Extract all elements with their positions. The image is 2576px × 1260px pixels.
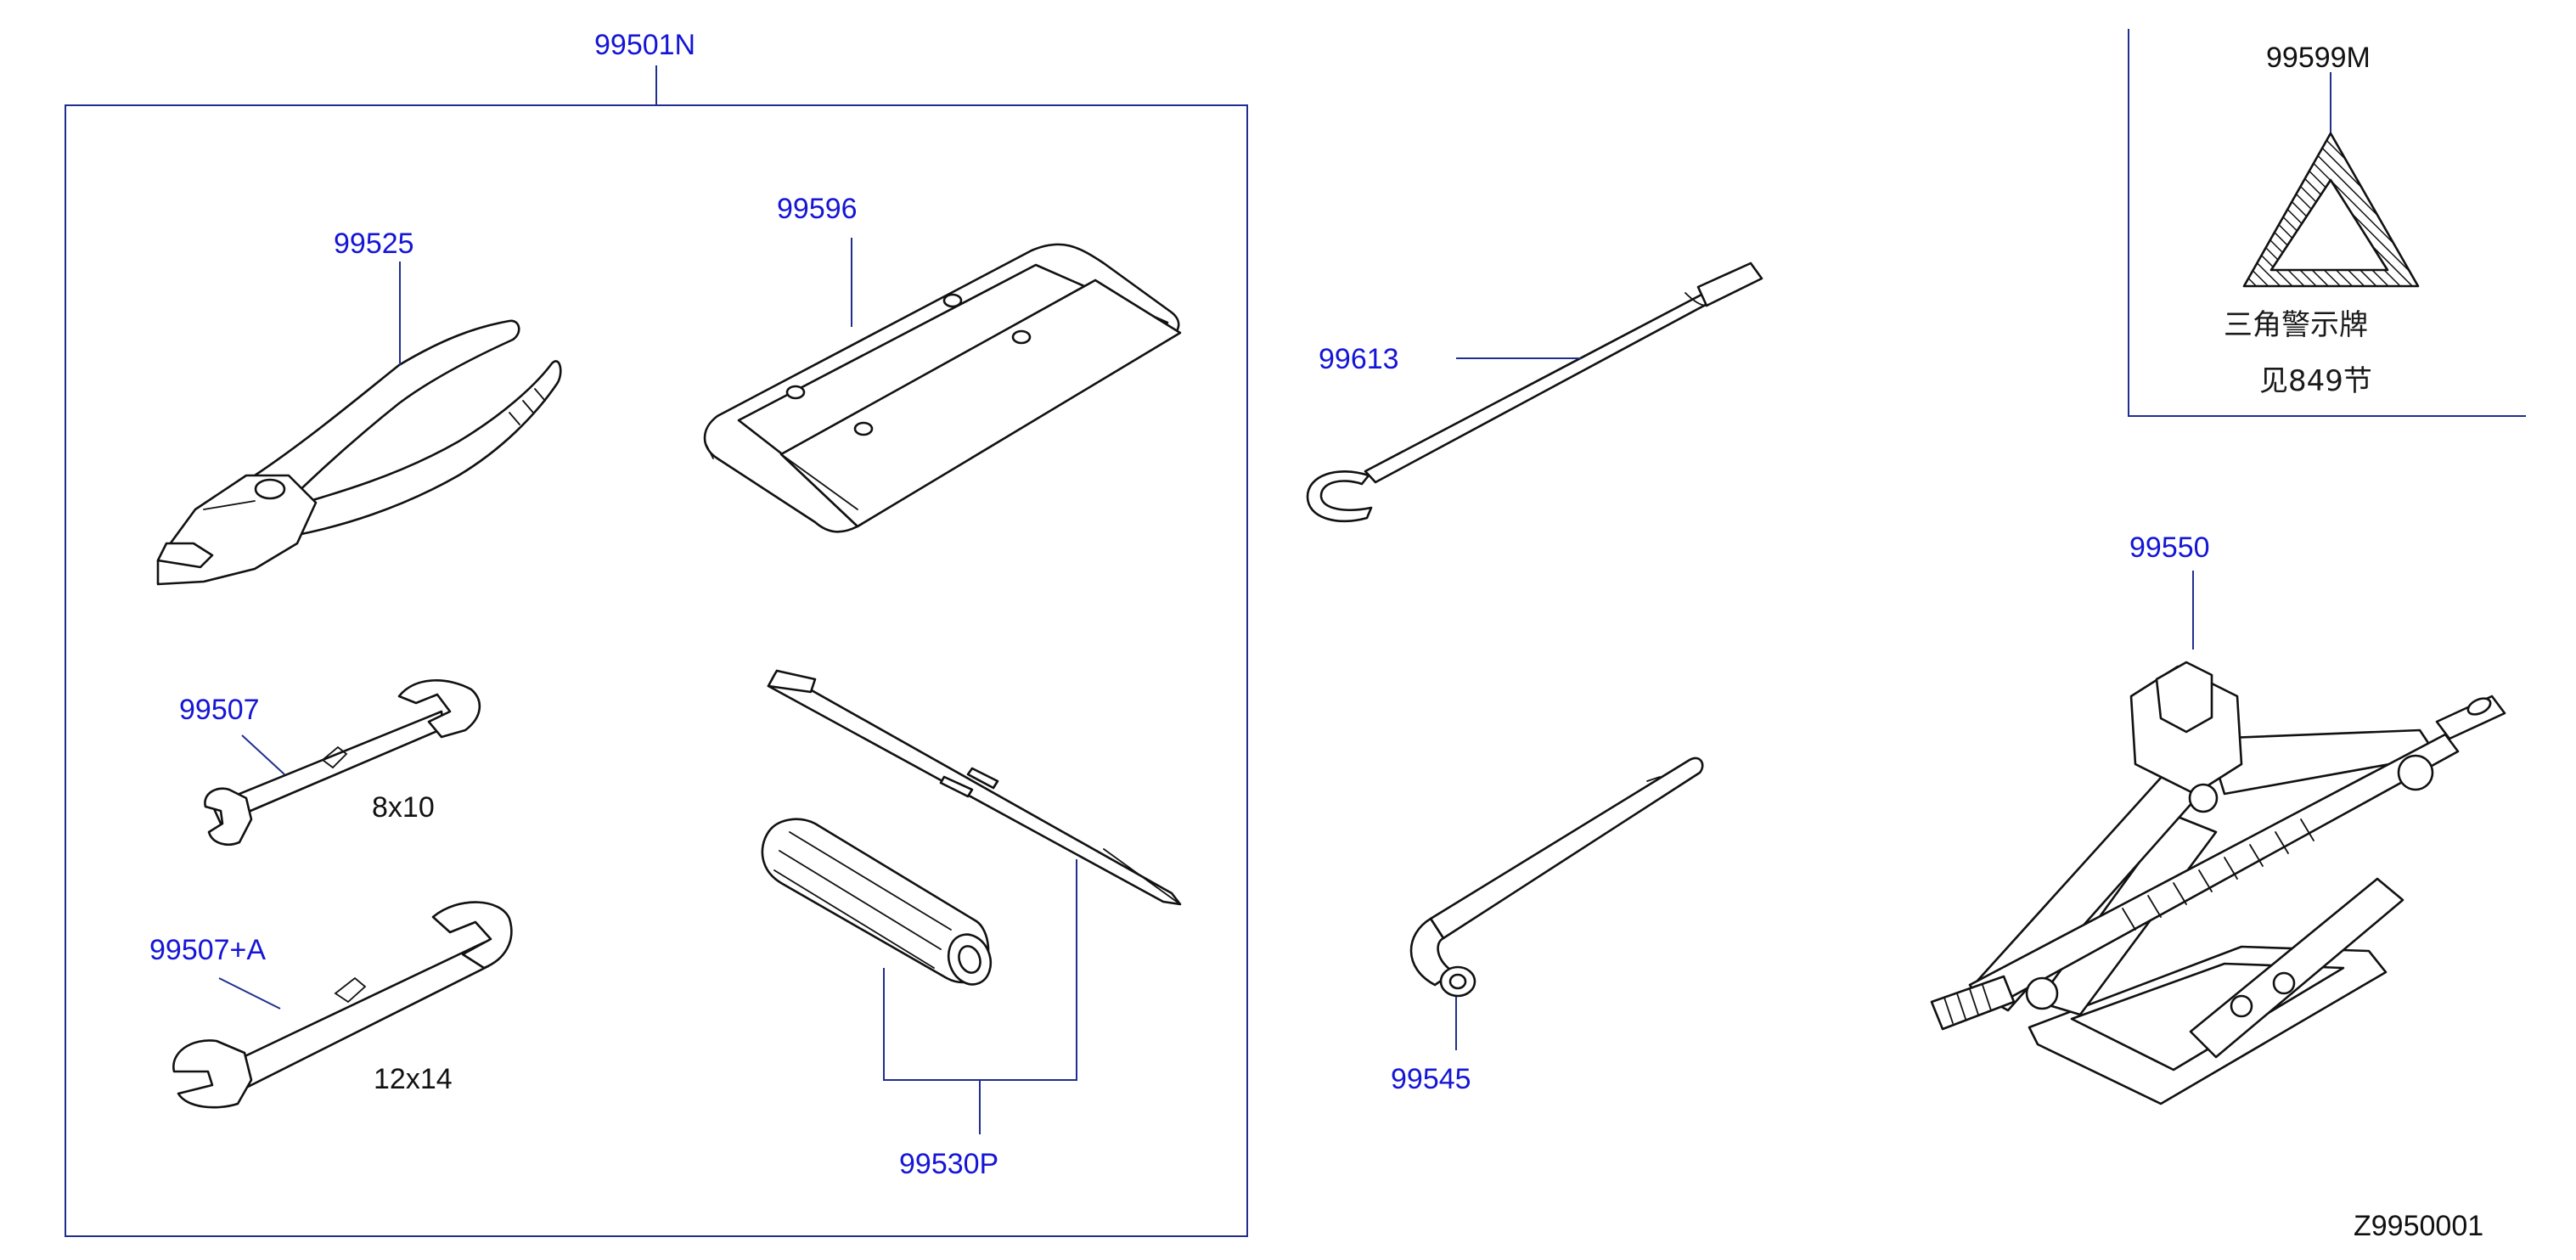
- wrench-large-drawing: [172, 901, 513, 1109]
- part-number-99501N[interactable]: 99501N: [594, 29, 695, 61]
- hook-rod-drawing: [1306, 262, 1763, 523]
- part-number-99599M[interactable]: 99599M: [2266, 42, 2371, 74]
- triangle-name: 三角警示牌: [2224, 308, 2368, 342]
- triangle-reference-box: [2128, 29, 2526, 417]
- wrench-small-drawing: [204, 679, 481, 846]
- part-number-99613[interactable]: 99613: [1319, 343, 1399, 375]
- warning-triangle-drawing: [2242, 132, 2420, 288]
- wrench-small-size: 8x10: [372, 791, 435, 824]
- jack-drawing: [1930, 661, 2506, 1105]
- part-number-99525[interactable]: 99525: [334, 228, 414, 260]
- wheel-wrench-drawing: [1409, 757, 1704, 998]
- screwdriver-drawing: [761, 669, 1182, 986]
- wrench-large-size: 12x14: [374, 1063, 453, 1095]
- tool-tray-drawing: [703, 243, 1182, 533]
- part-number-99550[interactable]: 99550: [2129, 532, 2210, 564]
- figure-id: Z9950001: [2354, 1210, 2483, 1242]
- pliers-drawing: [156, 319, 562, 586]
- leader-99507: [241, 734, 285, 775]
- part-number-99507A[interactable]: 99507+A: [149, 934, 266, 966]
- part-number-99530P[interactable]: 99530P: [899, 1148, 998, 1180]
- part-number-99507[interactable]: 99507: [179, 694, 260, 726]
- leader-99507A: [218, 977, 281, 1010]
- part-number-99545[interactable]: 99545: [1391, 1063, 1471, 1095]
- part-number-99596[interactable]: 99596: [777, 193, 858, 225]
- tool-kit-frame: [65, 65, 1248, 1237]
- triangle-section-ref: 见849节: [2259, 364, 2372, 398]
